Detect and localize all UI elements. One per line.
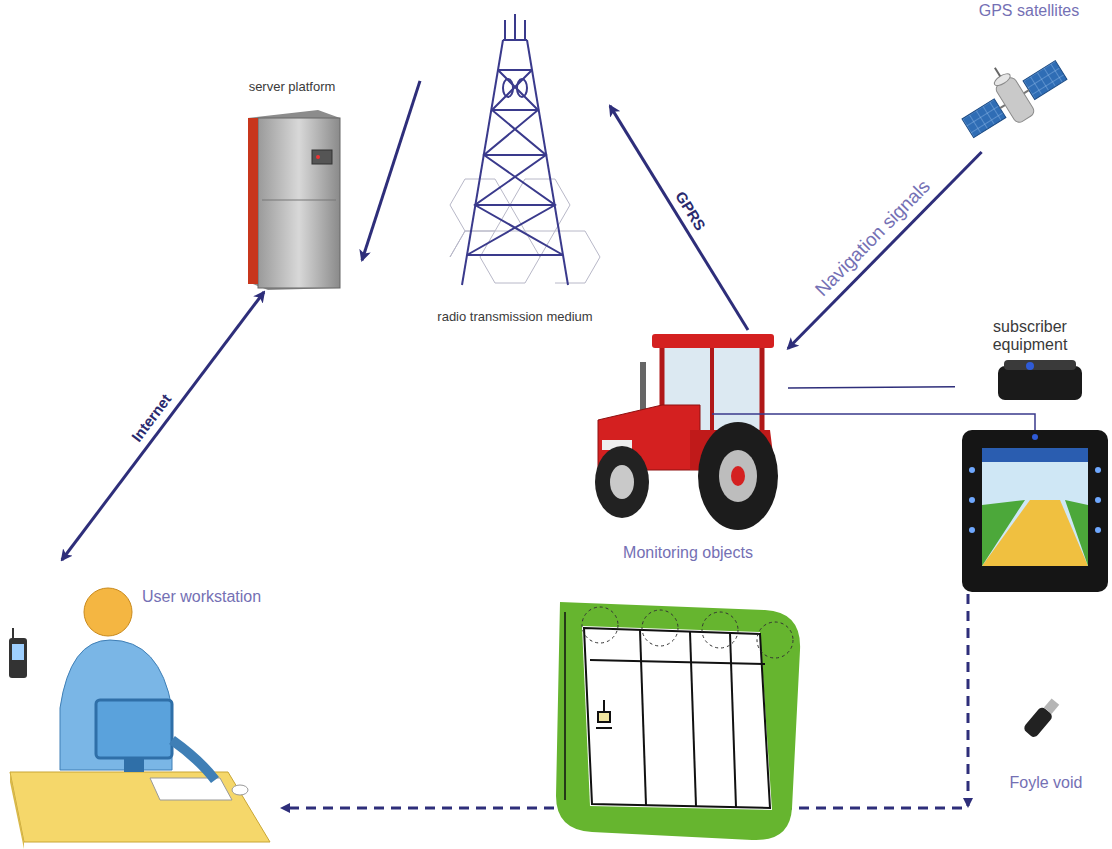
radio-tower-icon [450, 14, 600, 285]
usb-node: Foyle void [985, 700, 1107, 792]
display-terminal-icon [962, 430, 1108, 592]
workstation-node: User workstation [2, 560, 274, 845]
device-node: subscriber equipment [955, 318, 1105, 406]
usb-transfer-path [967, 594, 970, 806]
field-map [556, 602, 800, 840]
connector-arrow [610, 106, 748, 330]
tractor-node: Monitoring objects [588, 330, 788, 562]
tractor-icon [595, 334, 778, 530]
server-icon [248, 110, 340, 290]
node-label: User workstation [142, 588, 261, 606]
node-label: GPS satellites [950, 2, 1108, 20]
usb-stick-icon [1022, 696, 1061, 738]
connector-arrow [788, 152, 982, 349]
tracker-device-icon [998, 360, 1082, 400]
connector-label: Navigation signals [810, 174, 937, 303]
satellite-node: GPS satellites [950, 2, 1108, 152]
connector-arrow [362, 81, 420, 260]
tower-node: radio transmission medium [420, 12, 610, 325]
workstation-icon [9, 588, 270, 849]
connector-arrow [788, 387, 955, 388]
connector-label: GPRS [671, 186, 711, 235]
connector-arrow [62, 292, 264, 560]
node-label: server platform [222, 80, 362, 95]
satellite-icon [948, 39, 1073, 148]
connector-label: Internet [127, 389, 177, 447]
server-node: server platform [222, 80, 362, 292]
node-label: Monitoring objects [588, 544, 788, 562]
device-wire [712, 414, 1035, 430]
node-label: radio transmission medium [420, 310, 610, 325]
node-label: subscriber equipment [970, 318, 1090, 355]
node-label: Foyle void [985, 774, 1107, 792]
